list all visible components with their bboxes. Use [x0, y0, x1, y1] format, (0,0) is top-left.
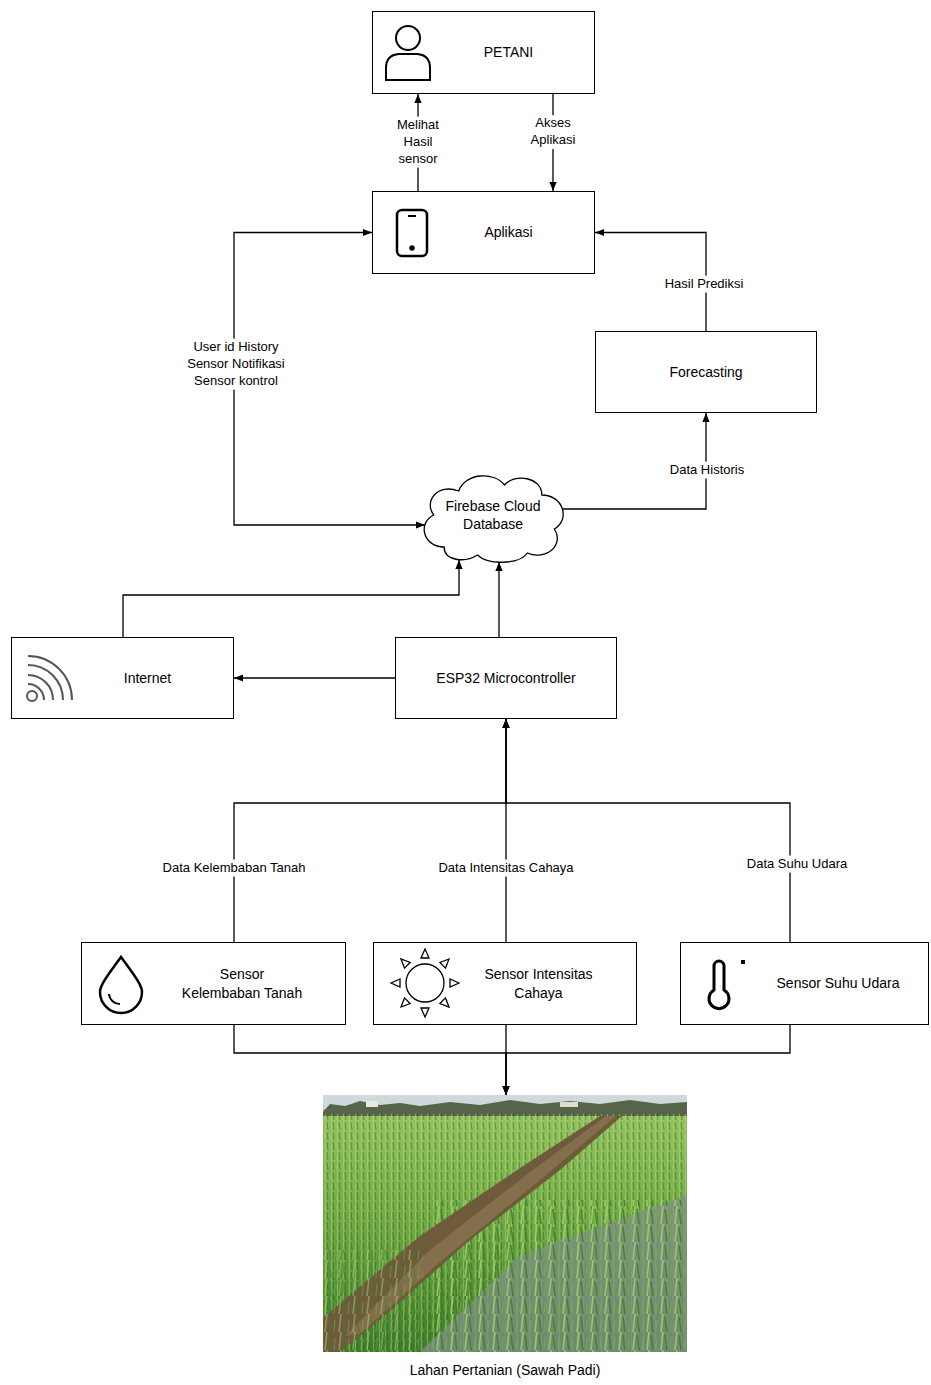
arrow-connector	[506, 719, 790, 942]
edge-label: Akses Aplikasi	[520, 115, 586, 149]
edge-label: Melihat Hasil sensor	[386, 117, 450, 168]
arrow-connector	[506, 1025, 790, 1095]
node-text: Sensor Kelembaban Tanah	[180, 965, 305, 1001]
rice-field-photo	[323, 1095, 687, 1352]
process-box: Forecasting	[595, 331, 817, 413]
node-text: ESP32 Microcontroller	[436, 669, 575, 687]
droplet-icon	[100, 957, 142, 1013]
arrow-connector	[234, 1025, 506, 1095]
field-photo: Lahan Pertanian (Sawah Padi)	[323, 1095, 687, 1383]
person-icon	[386, 26, 430, 80]
network-box: Internet	[11, 637, 234, 719]
node-text: Sensor Suhu Udara	[777, 974, 900, 992]
controller-box: ESP32 Microcontroller	[395, 637, 617, 719]
edge-label: Data Intensitas Cahaya	[436, 860, 575, 877]
node-text: Internet	[124, 669, 171, 687]
app-box: Aplikasi	[372, 191, 595, 274]
edge-label: Data Kelembaban Tanah	[161, 860, 308, 877]
arrow-connector	[123, 560, 459, 637]
sensor-box: Sensor Suhu Udara	[680, 942, 929, 1025]
arrow-connector	[234, 719, 506, 942]
edge-label: Hasil Prediksi	[663, 276, 746, 293]
node-text: PETANI	[484, 43, 534, 61]
sensor-box: Sensor Intensitas Cahaya	[373, 942, 637, 1025]
wifi-icon	[27, 656, 72, 701]
cloud-shape	[424, 476, 563, 562]
edge-label: User id History Sensor Notifikasi Sensor…	[182, 339, 290, 390]
node-text: Forecasting	[669, 363, 742, 381]
sun-icon	[391, 949, 459, 1017]
arrow-connector	[498, 562, 499, 637]
node-text: Lahan Pertanian (Sawah Padi)	[410, 1361, 601, 1379]
node-text: Aplikasi	[484, 223, 532, 241]
node-text: Firebase Cloud Database	[437, 497, 549, 533]
thermometer-icon	[709, 960, 745, 1009]
arrow-connector	[234, 677, 395, 678]
node-text: Sensor Intensitas Cahaya	[477, 965, 601, 1001]
actor-box: PETANI	[372, 11, 595, 94]
cloud-outline	[415, 465, 571, 565]
edge-label: Data Suhu Udara	[745, 856, 849, 873]
phone-icon	[397, 210, 427, 256]
sensor-box: Sensor Kelembaban Tanah	[81, 942, 346, 1025]
edge-label: Data Historis	[668, 462, 746, 479]
cloud-database: Firebase Cloud Database	[415, 465, 571, 565]
